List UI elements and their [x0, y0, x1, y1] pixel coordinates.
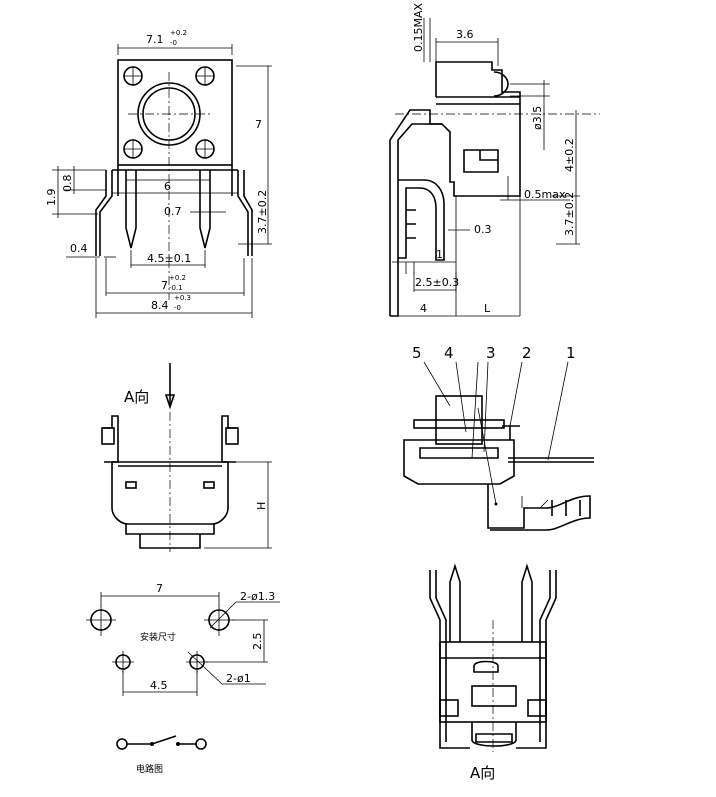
hole-small-label: 2-ø1 [226, 672, 251, 685]
dim-3-6: 3.6 [456, 28, 474, 41]
bottom-view: A向 [429, 563, 557, 782]
front-view-body [102, 415, 238, 463]
dim-inner: 7 [161, 279, 168, 292]
front-view-direction-label: A向 [124, 388, 149, 406]
dim-2-5: 2.5±0.3 [415, 276, 459, 289]
circuit-diagram [116, 735, 207, 750]
bottom-view-direction-label: A向 [470, 764, 495, 782]
dim-inner-tol-upper: +0.2 [169, 274, 186, 282]
dim-inner-tol-lower: -0.1 [169, 284, 183, 292]
dim-L: L [484, 302, 491, 315]
side-view: 0.15MAX 3.6 ø3.5 4±0.2 3.7±0.2 0.5max 0.… [389, 2, 600, 317]
bottom-view-right-pin [521, 563, 533, 642]
top-view-left-pin [125, 170, 137, 249]
top-view-body [117, 59, 233, 166]
dim-width-tol-upper: +0.2 [170, 29, 187, 37]
dim-0-5max: 0.5max [524, 188, 566, 201]
section-view: 5 4 3 2 1 [403, 344, 594, 531]
dim-width-tol-lower: -0 [170, 39, 177, 47]
mount-size-label: 安装尺寸 [140, 631, 176, 643]
section-terminal [487, 484, 591, 531]
front-view: A向 H [101, 363, 272, 552]
side-view-body-outline [389, 61, 521, 316]
dim-footprint-2-5: 2.5 [251, 633, 264, 651]
dim-lead-thickness: 0.7 [164, 205, 182, 218]
hole-large-label: 2-ø1.3 [240, 590, 275, 603]
dim-left-0-8: 0.8 [61, 175, 74, 193]
top-view-right-outer-lead [237, 170, 253, 256]
top-view-left-outer-lead [95, 170, 113, 256]
top-view: 7.1 +0.2 -0 7 3.7±0.2 6 0.7 4.5±0.1 7 +0… [45, 29, 272, 318]
dim-H: H [255, 502, 268, 510]
dim-4: 4±0.2 [563, 138, 576, 172]
dim-lead-length: 3.7±0.2 [256, 190, 269, 234]
top-view-corner-pads [123, 66, 215, 159]
circuit-label: 电路图 [136, 763, 163, 775]
callout-3: 3 [486, 344, 496, 362]
dim-0-15max: 0.15MAX [412, 2, 425, 52]
dim-outer-tol-upper: +0.3 [174, 294, 191, 302]
dim-width: 7.1 [146, 33, 164, 46]
dim-3-7: 3.7±0.2 [563, 192, 576, 236]
callout-4: 4 [444, 344, 454, 362]
dim-left-0-4: 0.4 [70, 242, 88, 255]
dim-outer: 8.4 [151, 299, 169, 312]
top-view-right-pin [199, 170, 211, 249]
bottom-view-left-pin [449, 563, 461, 642]
callout-2: 2 [522, 344, 532, 362]
callout-1: 1 [566, 344, 576, 362]
side-view-knob [493, 71, 509, 97]
dim-footprint-7: 7 [156, 582, 163, 595]
dim-base-4: 4 [420, 302, 427, 315]
dim-diameter: ø3.5 [531, 106, 544, 130]
dim-outer-tol-lower: -0 [174, 304, 181, 312]
dim-height: 7 [255, 118, 262, 131]
callout-5: 5 [412, 344, 422, 362]
footprint-view: 7 2-ø1.3 安装尺寸 2.5 4.5 2-ø1 电路图 [86, 582, 280, 775]
dim-left-1-9: 1.9 [45, 189, 58, 207]
dim-footprint-4-5: 4.5 [150, 679, 168, 692]
dim-1: 1 [436, 248, 443, 261]
dim-pitch: 4.5±0.1 [147, 252, 191, 265]
dim-lead-width: 6 [164, 180, 171, 193]
dim-0-3: 0.3 [474, 223, 492, 236]
